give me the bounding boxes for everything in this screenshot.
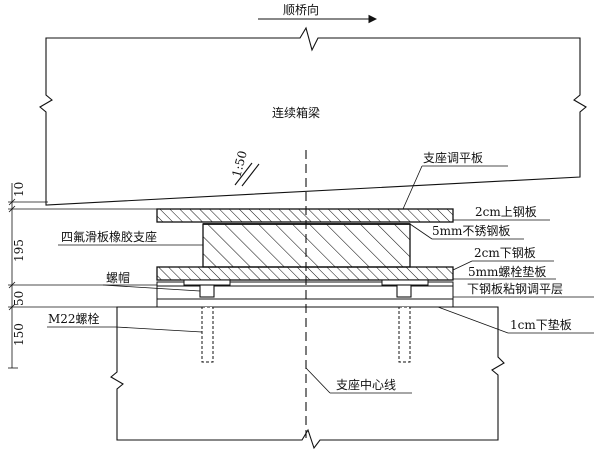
dimension-150: 150 [12, 323, 26, 346]
label-bolt-pad-plate: 5mm螺栓垫板 [453, 264, 556, 280]
bottom-pad-plate-label: 1cm下垫板 [510, 317, 572, 332]
right-anchor-bolt [381, 279, 429, 363]
bolt-label: M22螺栓 [48, 311, 100, 326]
leveling-plate-label: 支座调平板 [423, 150, 483, 165]
ptfe-bearing-label: 四氟滑板橡胶支座 [61, 229, 157, 244]
slope-label: 1:50 [229, 149, 249, 179]
label-stainless-plate: 5mm不锈钢板 [409, 223, 524, 240]
label-bolt: M22螺栓 [47, 311, 203, 333]
label-centerline: 支座中心线 [305, 367, 412, 394]
dimension-10: 10 [12, 182, 26, 197]
slope-indicator: 1:50 [229, 149, 260, 187]
label-nut: 螺帽 [102, 270, 201, 292]
label-bottom-steel-plate: 2cm下钢板 [452, 246, 554, 271]
centerline-label: 支座中心线 [336, 377, 396, 392]
beam-label: 连续箱梁 [272, 105, 320, 120]
nut-label: 螺帽 [106, 270, 130, 285]
label-ptfe-bearing: 四氟滑板橡胶支座 [58, 229, 203, 246]
left-anchor-bolt [183, 279, 231, 363]
top-steel-plate [156, 208, 454, 223]
bolt-pad-plate-label: 5mm螺栓垫板 [468, 264, 546, 279]
bonded-leveling-layer-label: 下钢板粘钢调平层 [467, 281, 563, 296]
label-bonded-leveling-layer: 下钢板粘钢调平层 [453, 281, 594, 298]
bottom-steel-plate-label: 2cm下钢板 [474, 246, 536, 260]
label-bottom-pad-plate: 1cm下垫板 [437, 306, 594, 334]
label-top-steel-plate: 2cm上钢板 [453, 205, 550, 221]
top-steel-plate-label: 2cm上钢板 [475, 205, 537, 219]
bottom-steel-plate [156, 266, 454, 281]
direction-indicator: 顺桥向 [258, 2, 378, 24]
box-girder: 连续箱梁 [39, 26, 587, 206]
stainless-plate-label: 5mm不锈钢板 [432, 224, 510, 238]
ptfe-rubber-bearing [202, 223, 411, 268]
dimension-50: 50 [12, 291, 26, 306]
pier [110, 306, 505, 450]
bottom-pad-plate [156, 298, 454, 308]
label-leveling-plate: 支座调平板 [402, 150, 508, 210]
dimension-195: 195 [12, 239, 26, 262]
dimension-chain: 10 195 50 150 [8, 182, 157, 369]
direction-label: 顺桥向 [283, 2, 319, 17]
